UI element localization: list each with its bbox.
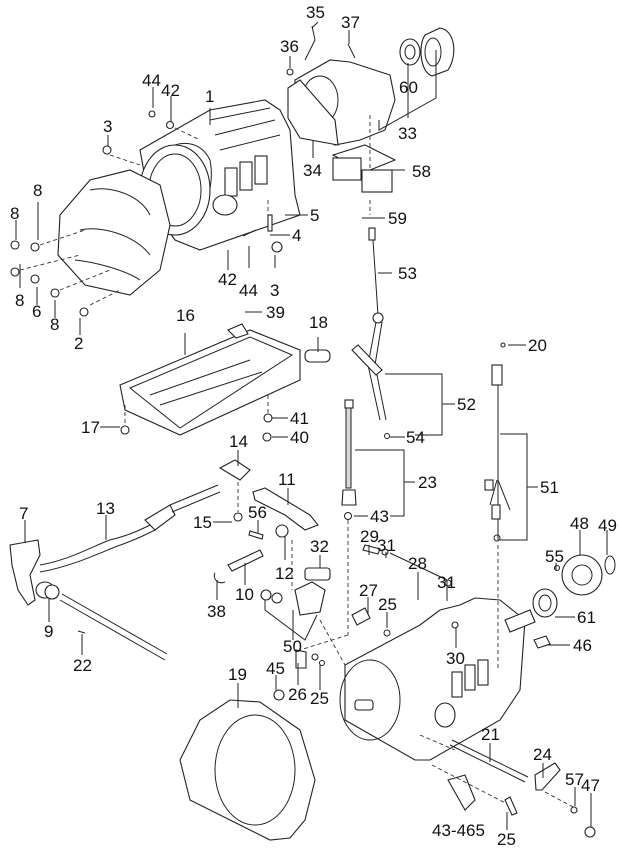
callout-31: 31 [377, 536, 396, 555]
callout-21: 21 [481, 725, 500, 744]
callout-25: 25 [378, 595, 397, 614]
callout-54: 54 [406, 428, 425, 447]
callout-28: 28 [408, 554, 427, 573]
callout-24: 24 [533, 745, 552, 764]
transmission-assembly-rear [339, 597, 526, 761]
callout-59: 59 [388, 209, 407, 228]
callout-20: 20 [528, 336, 547, 355]
neutral-switch [260, 567, 331, 616]
callout-47: 47 [581, 776, 600, 795]
callout-3: 3 [270, 281, 280, 300]
callout-15: 15 [193, 513, 212, 532]
callout-1: 1 [205, 87, 215, 106]
cable-bracket [218, 459, 251, 512]
callout-42: 42 [218, 270, 237, 289]
converter-housing-rear [179, 699, 316, 841]
callout-9: 9 [44, 622, 54, 641]
assembly-guide-lines [19, 115, 576, 809]
callout-61: 61 [577, 608, 596, 627]
callout-17: 17 [81, 418, 100, 437]
speed-sensor [431, 764, 516, 811]
dipstick-assembly [351, 227, 387, 421]
callout-18: 18 [309, 313, 328, 332]
callout-leader-lines [15, 21, 608, 830]
callout-3: 3 [103, 117, 113, 136]
callout-35: 35 [306, 3, 325, 22]
callout-26: 26 [288, 685, 307, 704]
callout-7: 7 [19, 504, 29, 523]
callout-33: 33 [398, 124, 417, 143]
callout-45: 45 [266, 659, 285, 678]
callout-16: 16 [176, 306, 195, 325]
callout-2: 2 [74, 334, 84, 353]
callout-37: 37 [341, 13, 360, 32]
selector-shaft [59, 593, 168, 661]
callout-44: 44 [142, 71, 161, 90]
callout-12: 12 [275, 564, 294, 583]
callout-14: 14 [229, 432, 248, 451]
parking-gear [504, 554, 616, 633]
callout-51: 51 [540, 478, 559, 497]
callout-10: 10 [235, 585, 254, 604]
callout-58: 58 [412, 162, 431, 181]
callout-48: 48 [570, 514, 589, 533]
extension-housing [287, 27, 455, 146]
manual-lever [252, 487, 319, 531]
transmission-case [139, 99, 301, 251]
callout-6: 6 [32, 302, 42, 321]
callout-57: 57 [565, 770, 584, 789]
shift-cable [39, 484, 221, 573]
callout-44: 44 [239, 281, 258, 300]
callout-25: 25 [310, 689, 329, 708]
callout-8: 8 [15, 291, 25, 310]
wiring-harness [484, 364, 511, 540]
temperature-sensor [341, 399, 357, 506]
callout-13: 13 [96, 499, 115, 518]
callout-41: 41 [290, 409, 309, 428]
callout-8: 8 [50, 315, 60, 334]
callout-23: 23 [418, 473, 437, 492]
callout-22: 22 [73, 656, 92, 675]
callout-25: 25 [497, 830, 516, 849]
callout-5: 5 [310, 206, 320, 225]
callout-38: 38 [207, 602, 226, 621]
valve-body-cover [331, 144, 397, 193]
callout-60: 60 [399, 78, 418, 97]
callout-46: 46 [573, 636, 592, 655]
callout-52: 52 [457, 395, 476, 414]
callout-40: 40 [290, 428, 309, 447]
callout-50: 50 [283, 637, 302, 656]
oil-pan [119, 323, 331, 436]
callout-39: 39 [266, 303, 285, 322]
fasteners [10, 25, 596, 838]
callout-31: 31 [437, 573, 456, 592]
callout-32: 32 [310, 537, 329, 556]
callout-11: 11 [278, 470, 296, 489]
callout-8: 8 [33, 181, 43, 200]
callout-56: 56 [248, 503, 267, 522]
converter-housing-front [57, 169, 171, 296]
callout-29: 29 [360, 527, 379, 546]
callout-4: 4 [292, 226, 302, 245]
callout-53: 53 [398, 264, 417, 283]
callout-34: 34 [303, 161, 322, 180]
pin [227, 549, 264, 572]
callout-42: 42 [161, 81, 180, 100]
callout-43-465: 43-465 [432, 821, 485, 840]
callout-55: 55 [545, 547, 564, 566]
callout-43: 43 [370, 507, 389, 526]
callout-36: 36 [280, 37, 299, 56]
callout-8: 8 [10, 204, 20, 223]
callout-30: 30 [446, 649, 465, 668]
callout-19: 19 [228, 665, 247, 684]
callout-27: 27 [359, 581, 378, 600]
callout-49: 49 [598, 516, 617, 535]
